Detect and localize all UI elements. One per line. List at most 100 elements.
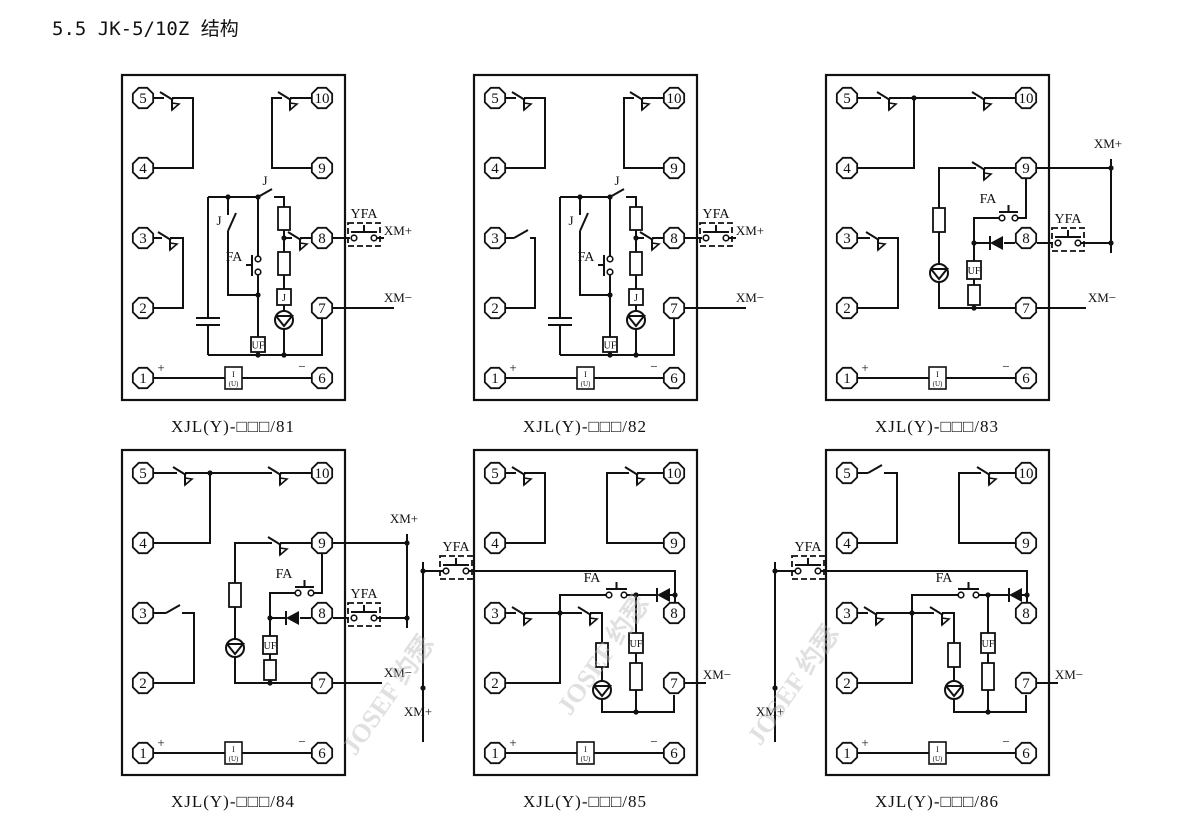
terminal-8: 8: [1014, 226, 1038, 250]
j-contact-label: J: [614, 173, 619, 188]
terminal-3: 3: [835, 601, 859, 625]
fa-label: FA: [980, 192, 998, 207]
nc-contact-flag: [888, 102, 898, 112]
terminal-9: 9: [1014, 156, 1038, 180]
coil-label-i: I: [232, 745, 235, 754]
terminal-outline: [662, 86, 686, 110]
yfa-label: YFA: [351, 587, 379, 602]
nc-contact-flag: [523, 617, 533, 627]
terminal-1: 1: [835, 366, 859, 390]
uf-box-label: UF: [252, 341, 265, 352]
nc-contact-blade: [629, 91, 644, 101]
fa-label: FA: [276, 567, 294, 582]
wire: [858, 594, 958, 684]
terminal-number: 2: [139, 676, 147, 692]
terminal-number: 3: [491, 231, 499, 247]
terminal-number: 3: [491, 606, 499, 622]
xm-plus-label: XM+: [756, 704, 784, 719]
pushbutton-contact: [957, 591, 965, 599]
wire: [579, 231, 610, 296]
terminal-outline: [1014, 531, 1038, 555]
terminal-outline: [483, 741, 507, 765]
diode-icon: [990, 236, 1003, 250]
terminal-number: 7: [1022, 676, 1030, 692]
nc-contact-blade: [865, 231, 880, 241]
minus-sign: −: [1002, 734, 1009, 749]
wire: [958, 472, 1015, 544]
terminal-number: 5: [139, 91, 147, 107]
relay-coil-j-label: J: [634, 293, 638, 304]
minus-sign: −: [1002, 359, 1009, 374]
wire: [560, 319, 675, 356]
resistor-icon: [629, 206, 643, 231]
xm-plus-label: XM+: [390, 511, 418, 526]
yfa-label: YFA: [795, 540, 823, 555]
nc-contact-blade: [624, 466, 639, 476]
nc-contact-blade: [511, 466, 526, 476]
minus-sign: −: [298, 734, 305, 749]
terminal-number: 6: [670, 371, 678, 387]
no-contact-blade: [227, 212, 237, 232]
resistor-icon: [629, 662, 643, 691]
terminal-2: 2: [835, 671, 859, 695]
terminal-outline: [835, 366, 859, 390]
pushbutton-contact: [814, 567, 822, 575]
nc-contact-blade: [267, 536, 282, 546]
terminal-number: 4: [491, 536, 499, 552]
terminal-outline: [835, 741, 859, 765]
pushbutton-contact: [370, 614, 378, 622]
terminal-8: 8: [662, 601, 686, 625]
wire: [590, 612, 603, 643]
terminal-6: 6: [310, 741, 334, 765]
terminal-3: 3: [483, 226, 507, 250]
pushbutton-contact: [972, 591, 980, 599]
nc-contact-flag: [589, 617, 599, 627]
watermark: JOSEF 约瑟: [741, 620, 845, 751]
xm-plus-label: XM+: [384, 223, 412, 238]
xm-minus-label: XM−: [384, 290, 412, 305]
plus-sign: +: [157, 735, 164, 750]
xm-plus-label: XM+: [1094, 136, 1122, 151]
terminal-number: 2: [491, 676, 499, 692]
terminal-outline: [662, 671, 686, 695]
terminal-7: 7: [1014, 296, 1038, 320]
resistor-icon: [932, 207, 946, 233]
terminal-number: 9: [670, 161, 678, 177]
yfa-label: YFA: [351, 207, 379, 222]
terminal-2: 2: [131, 296, 155, 320]
junction-dot: [557, 610, 563, 616]
terminal-7: 7: [310, 671, 334, 695]
terminal-outline: [131, 531, 155, 555]
resistor-icon: [981, 662, 995, 691]
coil-label-u: (U): [581, 755, 591, 763]
nc-contact-blade: [511, 91, 526, 101]
terminal-3: 3: [483, 601, 507, 625]
terminal-outline: [835, 86, 859, 110]
yfa-label: YFA: [1055, 212, 1083, 227]
terminal-number: 9: [1022, 536, 1030, 552]
no-contact-blade: [579, 212, 589, 232]
coil-label-u: (U): [581, 380, 591, 388]
nc-contact-flag: [169, 242, 179, 252]
pushbutton-contact: [702, 234, 710, 242]
nc-contact-blade: [577, 606, 592, 616]
wire: [858, 98, 915, 169]
xm-minus-label: XM−: [703, 667, 731, 682]
wire: [271, 97, 311, 169]
terminal-5: 5: [131, 461, 155, 485]
plus-sign: +: [509, 360, 516, 375]
terminal-outline: [1014, 366, 1038, 390]
wire: [234, 542, 272, 583]
lamp-triangle: [945, 685, 965, 698]
pushbutton-contact: [442, 567, 450, 575]
xm-minus-label: XM−: [1088, 290, 1116, 305]
terminal-6: 6: [662, 366, 686, 390]
diode-icon: [286, 611, 299, 625]
terminal-1: 1: [483, 366, 507, 390]
panel-frame: [824, 73, 1051, 402]
xm-minus-label: XM−: [736, 290, 764, 305]
terminal-number: 8: [670, 231, 678, 247]
pushbutton-contact: [998, 214, 1006, 222]
terminal-number: 1: [843, 746, 851, 762]
